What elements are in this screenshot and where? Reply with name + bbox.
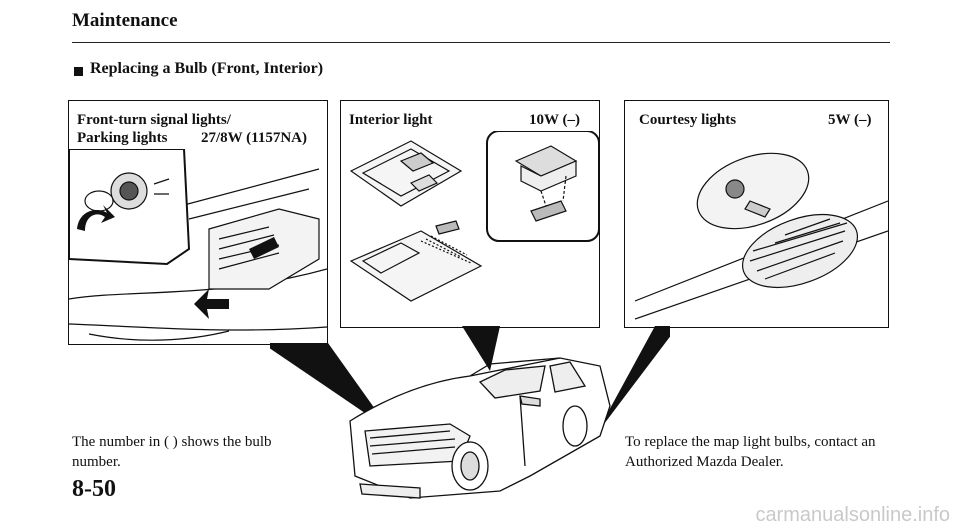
front-turn-illustration (69, 149, 327, 341)
callout-wedge-courtesy (595, 326, 670, 436)
subsection-title: Replacing a Bulb (Front, Interior) (90, 60, 324, 77)
courtesy-lights-label: Courtesy lights (639, 112, 737, 128)
section-title: Maintenance (72, 10, 178, 31)
bullet-square-icon (74, 67, 83, 76)
header-rule (72, 42, 890, 43)
interior-light-label: Interior light (349, 112, 433, 128)
page-number: 8-50 (72, 476, 116, 502)
watermark: carmanualsonline.info (755, 504, 950, 526)
interior-light-panel: Interior light 10W (–) (340, 100, 600, 328)
front-turn-signal-panel: Front-turn signal lights/ Parking lights… (68, 100, 328, 345)
front-turn-spec: 27/8W (1157NA) (201, 130, 307, 146)
callout-wedge-front (270, 343, 390, 430)
interior-light-illustration (349, 131, 599, 302)
interior-light-spec: 10W (–) (529, 112, 580, 128)
courtesy-lights-spec: 5W (–) (828, 112, 872, 128)
front-turn-label-line2: Parking lights (77, 130, 168, 146)
front-turn-label-line1: Front-turn signal lights/ (77, 112, 231, 128)
courtesy-lights-illustration (634, 152, 888, 320)
courtesy-lights-panel: Courtesy lights 5W (–) (624, 100, 889, 328)
pull-arrow-icon (194, 289, 229, 319)
car-illustration (270, 326, 670, 499)
map-light-note: To replace the map light bulbs, contact … (625, 434, 876, 470)
bulb-number-note: The number in ( ) shows the bulb number. (72, 434, 272, 470)
callout-wedge-interior (462, 326, 500, 371)
rotate-arrow-icon (77, 205, 115, 231)
